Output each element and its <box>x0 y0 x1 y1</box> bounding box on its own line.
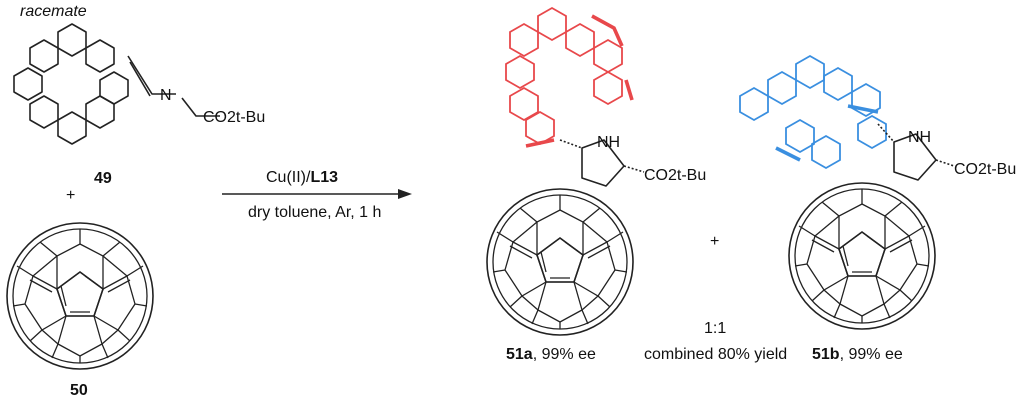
reactant-50-number: 50 <box>70 382 88 399</box>
helicene-51a <box>505 7 634 148</box>
plus-sign-left: + <box>66 187 75 204</box>
reactant-49-number: 49 <box>94 170 112 187</box>
fullerene-51b <box>788 182 936 330</box>
imine-n: N <box>160 87 172 104</box>
ratio-label: 1:1 <box>704 320 726 337</box>
fullerene-50 <box>6 222 154 370</box>
product-51a-nh: NH <box>597 134 620 151</box>
plus-sign-right: + <box>710 233 719 250</box>
pyrrolidine-51a <box>559 139 645 187</box>
racemate-label: racemate <box>20 3 87 20</box>
product-51b-caption: 51b, 99% ee <box>812 346 903 363</box>
helicene-51b <box>739 55 887 169</box>
product-51a-ester: CO2t-Bu <box>644 167 706 184</box>
pyrrolidine-51b <box>877 123 955 181</box>
reaction-arrow <box>222 189 412 199</box>
fullerene-51a <box>486 188 634 336</box>
conditions-bottom: dry toluene, Ar, 1 h <box>248 204 381 221</box>
conditions-top: Cu(II)/L13 <box>266 169 338 186</box>
helicene-49: N <box>13 23 220 145</box>
product-51b-nh: NH <box>908 129 931 146</box>
reactant-49-ester: CO2t-Bu <box>203 109 265 126</box>
yield-label: combined 80% yield <box>644 346 787 363</box>
product-51a-caption: 51a, 99% ee <box>506 346 596 363</box>
product-51b-ester: CO2t-Bu <box>954 161 1016 178</box>
